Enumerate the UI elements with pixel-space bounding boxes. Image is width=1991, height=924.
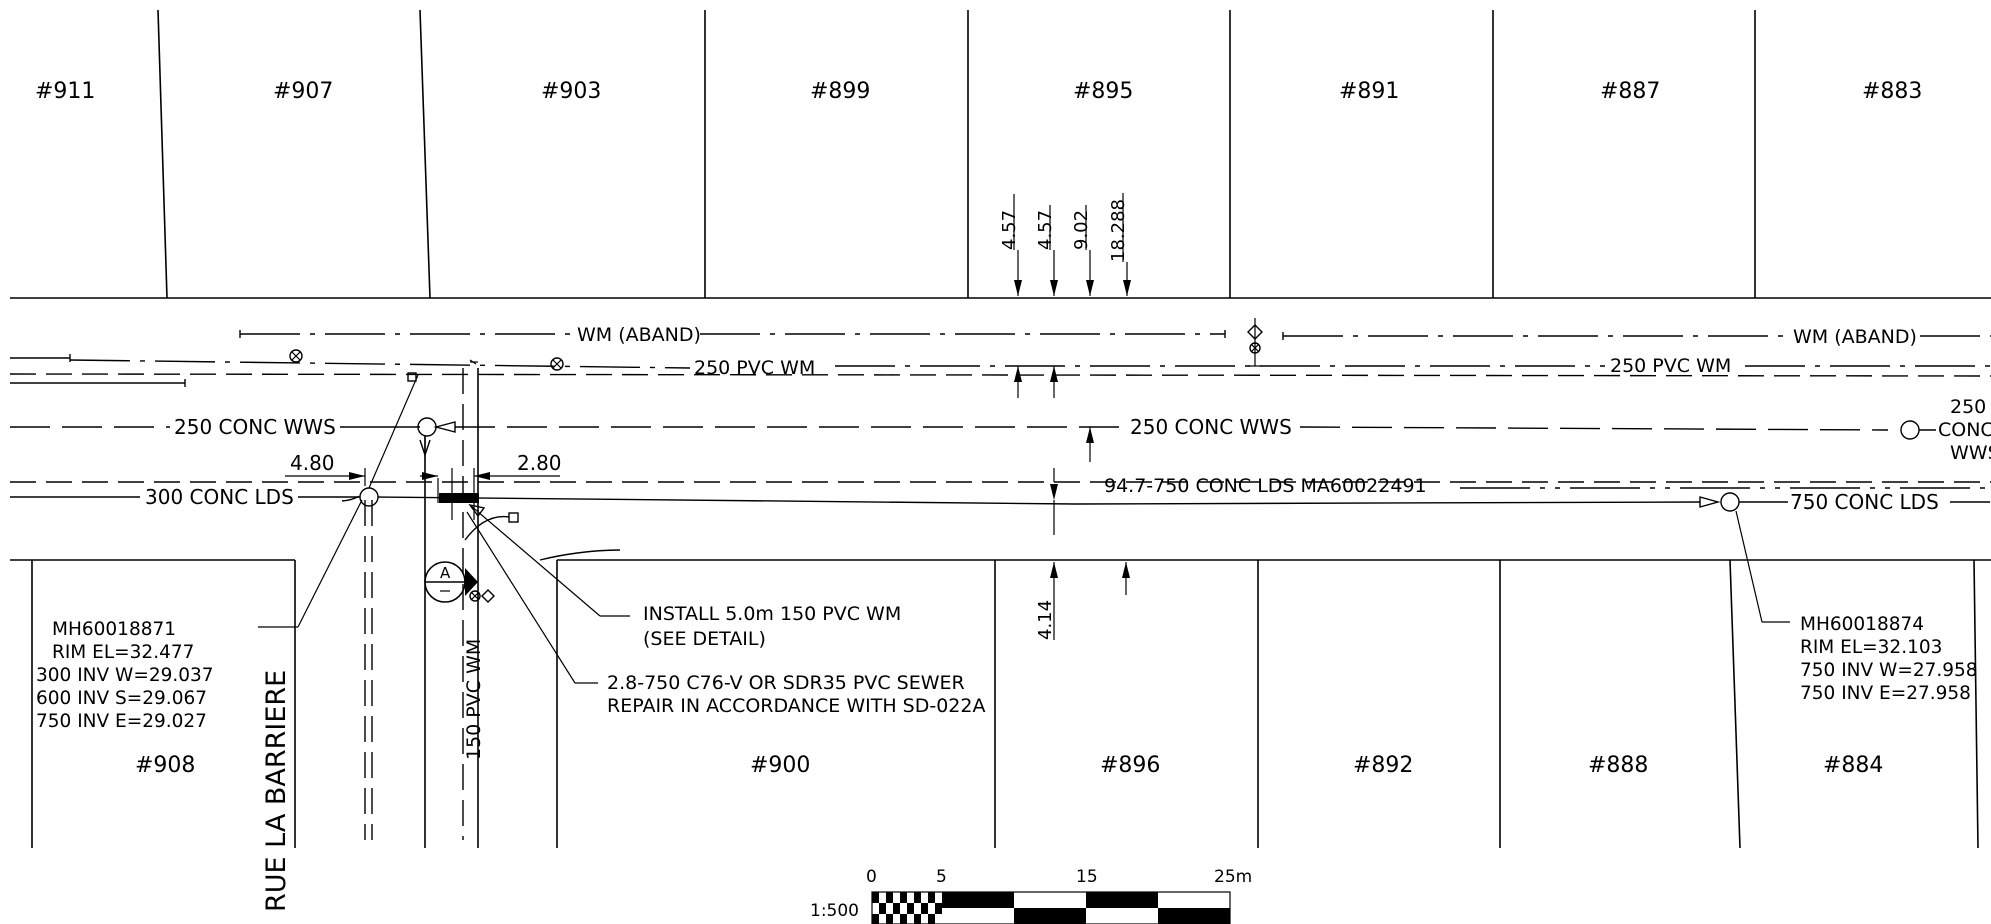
manhole-line: 600 INV S=29.067 [36, 688, 207, 709]
lot-numbers-south: #908 #900 #896 #892 #888 #884 [135, 753, 1883, 778]
pipe-label-lds-east: 750 CONC LDS [1790, 490, 1939, 514]
pipe-label-wws-east-1: 250 [1950, 396, 1986, 418]
lot-number: #907 [273, 79, 333, 104]
scale-bar: 1:500 0 5 15 25m [810, 867, 1252, 924]
pipe-label-wm-aband-east: WM (ABAND) [1793, 326, 1917, 348]
lot-number: #899 [810, 79, 870, 104]
scale-ratio: 1:500 [810, 901, 859, 921]
lot-number: #896 [1100, 753, 1160, 778]
dimensions-north: 4.57 4.57 9.02 18.288 [999, 193, 1131, 535]
note-repair-line-2: REPAIR IN ACCORDANCE WITH SD-022A [607, 695, 985, 717]
notes: INSTALL 5.0m 150 PVC WM (SEE DETAIL) 2.8… [466, 503, 985, 717]
scale-tick: 15 [1076, 867, 1098, 887]
scale-tick: 0 [866, 867, 877, 887]
hydrant-icon [1247, 318, 1263, 367]
north-lot-lines [10, 9, 1991, 299]
manhole-info-west: MH60018871 RIM EL=32.477 300 INV W=29.03… [36, 499, 363, 732]
scale-tick: 25m [1214, 867, 1252, 887]
manhole-line: RIM EL=32.103 [1800, 637, 1942, 658]
manhole-info-east: MH60018874 RIM EL=32.103 750 INV W=27.95… [1735, 510, 1978, 704]
note-install-line-1: INSTALL 5.0m 150 PVC WM [643, 603, 901, 625]
note-install-line-2: (SEE DETAIL) [643, 628, 766, 650]
scale-tick: 5 [936, 867, 947, 887]
pipe-label-lds-west: 300 CONC LDS [145, 485, 294, 509]
dim-label: 4.57 [999, 210, 1020, 250]
lot-number: #884 [1823, 753, 1883, 778]
manhole-line: 750 INV E=27.958 [1800, 683, 1971, 704]
note-repair-line-1: 2.8-750 C76-V OR SDR35 PVC SEWER [607, 672, 965, 694]
manhole-line: 750 INV E=29.027 [36, 711, 207, 732]
street-name: RUE LA BARRIERE [261, 670, 292, 912]
pipe-label-lds-mid: 94.7-750 CONC LDS MA60022491 [1104, 475, 1427, 497]
manhole-line: 300 INV W=29.037 [36, 665, 214, 686]
abandoned-watermain: WM (ABAND) WM (ABAND) [239, 324, 1991, 348]
manhole-line: MH60018871 [52, 619, 176, 640]
dim-label: 4.80 [290, 451, 335, 475]
pipe-label-wws-east-3: WWS [1950, 442, 1991, 464]
manhole-line: 750 INV W=27.958 [1800, 660, 1978, 681]
dim-label: 9.02 [1071, 210, 1092, 250]
valve-tag-icon: A [424, 561, 495, 603]
dimensions-side: 4.80 2.80 [285, 451, 562, 486]
lot-number: #883 [1862, 79, 1922, 104]
pvc-watermain-250: 250 PVC WM 250 PVC WM [9, 318, 1991, 387]
manhole-line: MH60018874 [1800, 614, 1924, 635]
dim-label: 2.80 [517, 451, 562, 475]
dim-label: 18.288 [1108, 199, 1129, 262]
dim-label: 4.14 [1035, 600, 1056, 640]
pipe-label-wws-mid: 250 CONC WWS [1130, 415, 1292, 439]
lot-number: #891 [1339, 79, 1399, 104]
lot-number: #911 [35, 79, 95, 104]
lot-number: #908 [135, 753, 195, 778]
storm-sewer: 300 CONC LDS 94.7-750 CONC LDS MA6002249… [10, 475, 1991, 561]
pipe-label-side-wm: 150 PVC WM [463, 639, 485, 760]
lot-number: #887 [1600, 79, 1660, 104]
lot-number: #903 [541, 79, 601, 104]
pipe-label-wws-west: 250 CONC WWS [174, 415, 336, 439]
pipe-label-wws-east-2: CONC [1938, 419, 1991, 441]
manhole-line: RIM EL=32.477 [52, 642, 194, 663]
repair-section [437, 468, 479, 520]
lot-number: #900 [750, 753, 810, 778]
side-services: 150 PVC WM [364, 361, 485, 848]
lot-numbers-north: #911 #907 #903 #899 #895 #891 #887 #883 [35, 79, 1922, 104]
south-lot-lines [10, 559, 1991, 849]
sanitary-sewer: 250 CONC WWS 250 CONC WWS 250 CONC WWS [10, 396, 1991, 464]
dimensions-south: 4.14 [1035, 562, 1130, 640]
valve-tag-label: A [440, 564, 451, 582]
dim-label: 4.57 [1035, 210, 1056, 250]
lot-number: #895 [1073, 79, 1133, 104]
pipe-label-pvc-wm-west: 250 PVC WM [694, 357, 815, 379]
pipe-label-pvc-wm-east: 250 PVC WM [1610, 355, 1731, 377]
pipe-label-wm-aband-west: WM (ABAND) [577, 324, 701, 346]
lot-number: #888 [1588, 753, 1648, 778]
lot-number: #892 [1353, 753, 1413, 778]
